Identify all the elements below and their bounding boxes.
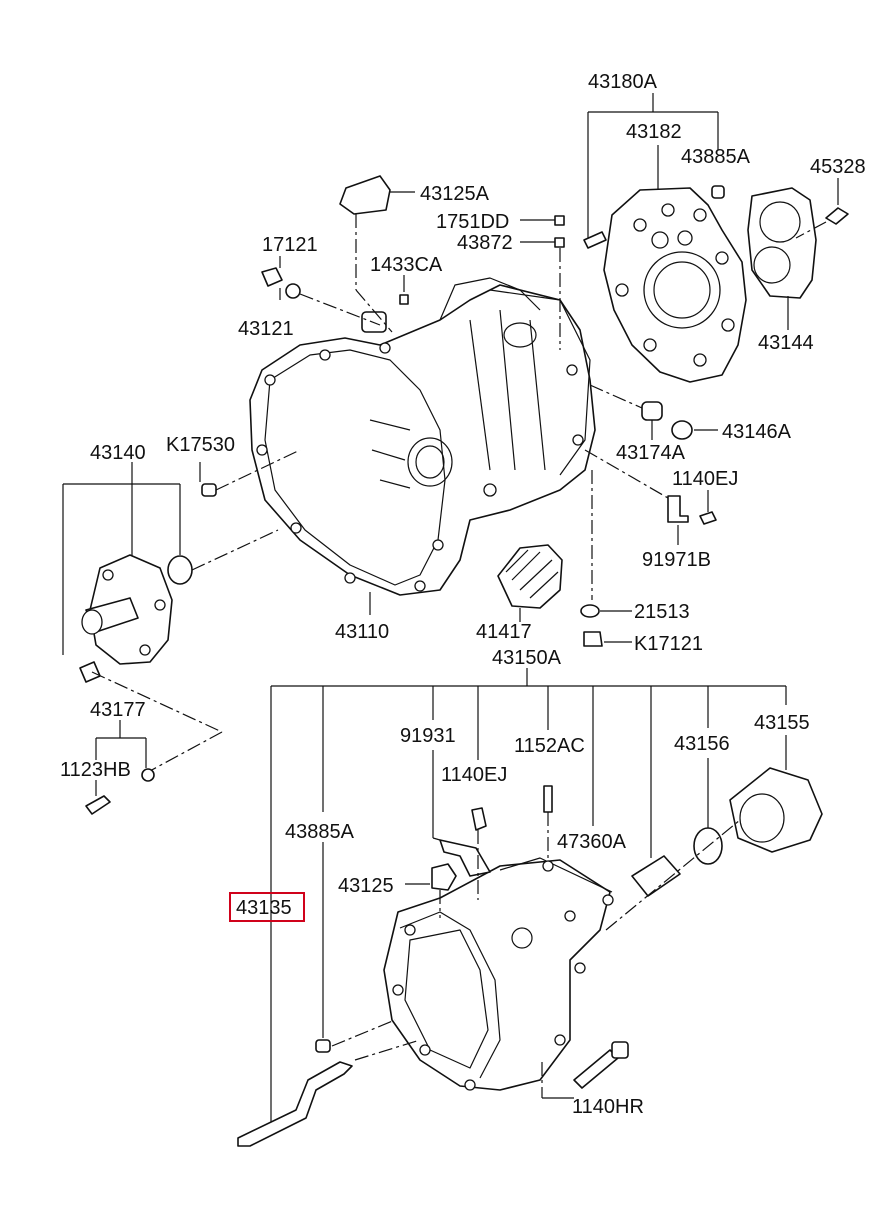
label-1140hr[interactable]: 1140HR [572,1096,644,1118]
label-43180a[interactable]: 43180A [588,71,658,93]
label-91931[interactable]: 91931 [400,725,456,747]
sensor-43125[interactable] [431,863,457,891]
label-17121[interactable]: 17121 [262,234,318,256]
dowel-pin-43885a[interactable] [711,185,725,199]
bolt[interactable] [79,661,101,683]
oil-seal[interactable] [167,555,193,585]
bushing-43174a[interactable] [641,401,663,421]
label-91971b[interactable]: 91971B [642,549,711,571]
bolt-45328[interactable] [825,207,849,225]
label-1140ej-top[interactable]: 1140EJ [672,468,738,490]
label-43177[interactable]: 43177 [90,699,146,721]
bearing-retainer-group [62,462,279,815]
label-43146a[interactable]: 43146A [722,421,792,443]
plug-k17530[interactable] [201,483,217,497]
label-43125a[interactable]: 43125A [420,183,490,205]
label-1751dd[interactable]: 1751DD [436,211,509,233]
dowel-pin-43885a[interactable] [315,1039,331,1053]
label-41417[interactable]: 41417 [476,621,532,643]
pin-1433ca[interactable] [399,294,409,305]
label-1140ej-mid[interactable]: 1140EJ [441,764,507,786]
label-1433ca[interactable]: 1433CA [370,254,443,276]
selected-part-highlight [229,892,305,922]
plug-k17121[interactable] [583,631,603,647]
label-43885a-mid[interactable]: 43885A [285,821,355,843]
label-43144[interactable]: 43144 [758,332,814,354]
label-43156[interactable]: 43156 [674,733,730,755]
label-47360a[interactable]: 47360A [557,831,627,853]
pin[interactable] [583,231,607,249]
bolt-1140ej[interactable] [471,807,487,831]
label-1123hb[interactable]: 1123HB [60,759,131,781]
stud-1152ac[interactable] [543,785,553,813]
label-k17121[interactable]: K17121 [634,633,703,655]
plug-1751dd[interactable] [554,215,565,226]
bushing-47360a[interactable] [631,855,681,897]
bolt-1140ej[interactable] [699,511,717,525]
label-43150a[interactable]: 43150A [492,647,562,669]
label-43885a-top[interactable]: 43885A [681,146,751,168]
boot-41417[interactable] [497,544,563,609]
bracket-91971b[interactable] [667,495,689,523]
bolt-1123hb[interactable] [85,795,111,815]
gasket-43144[interactable] [747,187,817,299]
washer-21513[interactable] [580,604,600,618]
gasket-43135[interactable] [237,1061,353,1147]
label-45328[interactable]: 45328 [810,156,866,178]
label-43872[interactable]: 43872 [457,232,513,254]
label-43182[interactable]: 43182 [626,121,682,143]
label-43135[interactable]: 43135 [236,897,292,919]
plug-43872[interactable] [554,237,565,248]
transmission-case-group [199,175,717,647]
label-43174a[interactable]: 43174A [616,442,686,464]
label-43125[interactable]: 43125 [338,875,394,897]
label-21513[interactable]: 21513 [634,601,690,623]
dust-cover-43155[interactable] [729,767,823,853]
label-43155[interactable]: 43155 [754,712,810,734]
sensor-43125a[interactable] [339,175,391,215]
washer-17121[interactable] [285,283,301,299]
part-labels: 43180A 43182 43885A 45328 43125A 1751DD … [60,71,866,1118]
label-1152ac[interactable]: 1152AC [514,735,585,757]
extension-housing-43150a[interactable] [383,859,611,1091]
label-43140[interactable]: 43140 [90,442,146,464]
rear-cover-assembly-group [583,93,849,440]
washer-43177[interactable] [141,768,155,782]
extension-housing-group [237,668,823,1147]
label-43110[interactable]: 43110 [335,621,389,643]
label-43121[interactable]: 43121 [238,318,294,340]
label-k17530[interactable]: K17530 [166,434,235,456]
drain-plug-43121[interactable] [261,267,283,287]
oil-seal-43146a[interactable] [671,420,693,440]
